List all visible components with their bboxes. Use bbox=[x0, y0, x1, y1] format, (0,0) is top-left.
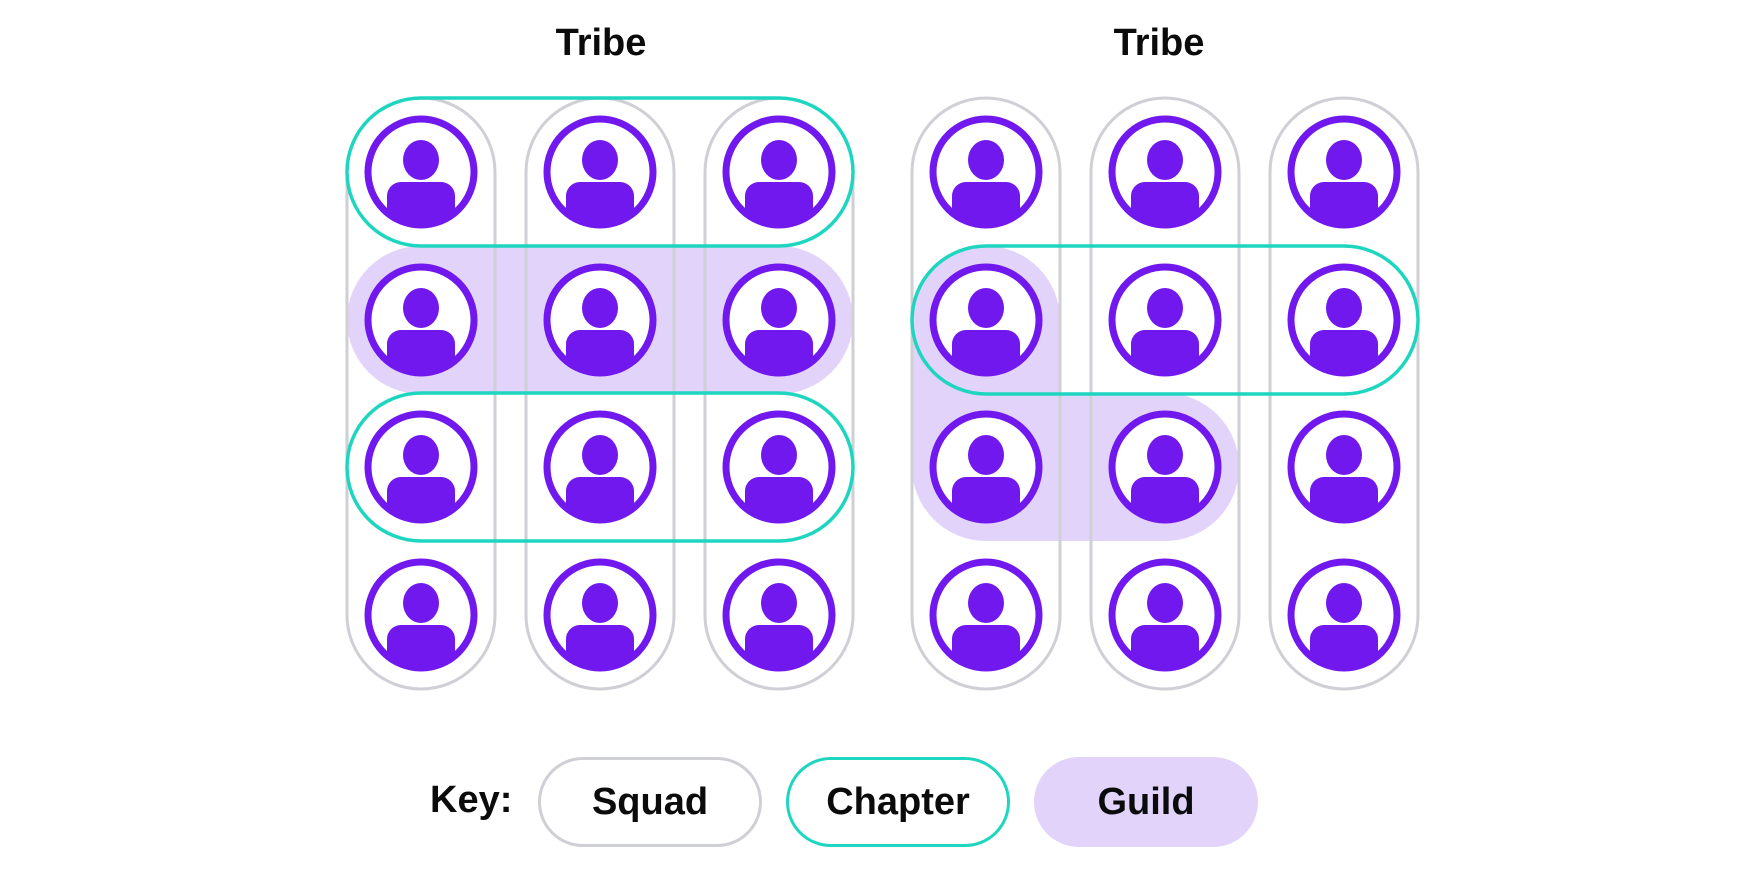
person-icon bbox=[929, 410, 1043, 524]
person-icon bbox=[1108, 558, 1222, 672]
legend-guild-label: Guild bbox=[1097, 780, 1195, 823]
chapter-2 bbox=[345, 391, 855, 543]
person-icon bbox=[1287, 410, 1401, 524]
person-icon bbox=[722, 410, 836, 524]
person-icon bbox=[1108, 115, 1222, 229]
person-icon bbox=[543, 558, 657, 672]
chapter-1 bbox=[345, 96, 855, 248]
tribe-title-1: Tribe bbox=[555, 22, 647, 64]
person-layer bbox=[364, 115, 1401, 672]
person-icon bbox=[929, 115, 1043, 229]
person-icon bbox=[364, 410, 478, 524]
legend-squad-label: Squad bbox=[591, 780, 709, 823]
legend: Key: Squad Chapter Guild bbox=[0, 757, 1756, 847]
person-icon bbox=[543, 115, 657, 229]
legend-chapter: Chapter bbox=[786, 757, 1010, 847]
person-icon bbox=[364, 263, 478, 377]
chapter-3 bbox=[910, 244, 1420, 396]
person-icon bbox=[722, 558, 836, 672]
person-icon bbox=[1287, 115, 1401, 229]
legend-title: Key: bbox=[430, 779, 513, 821]
person-icon bbox=[722, 115, 836, 229]
person-icon bbox=[929, 263, 1043, 377]
legend-chapter-label: Chapter bbox=[826, 780, 970, 823]
person-icon bbox=[364, 115, 478, 229]
tribe-title-2: Tribe bbox=[1113, 22, 1205, 64]
person-icon bbox=[1287, 263, 1401, 377]
person-icon bbox=[929, 558, 1043, 672]
person-icon bbox=[1108, 410, 1222, 524]
person-icon bbox=[543, 263, 657, 377]
legend-guild: Guild bbox=[1034, 757, 1258, 847]
legend-squad: Squad bbox=[538, 757, 762, 847]
person-icon bbox=[543, 410, 657, 524]
person-icon bbox=[1108, 263, 1222, 377]
person-icon bbox=[722, 263, 836, 377]
person-icon bbox=[364, 558, 478, 672]
person-icon bbox=[1287, 558, 1401, 672]
chapter-layer bbox=[345, 96, 1420, 543]
